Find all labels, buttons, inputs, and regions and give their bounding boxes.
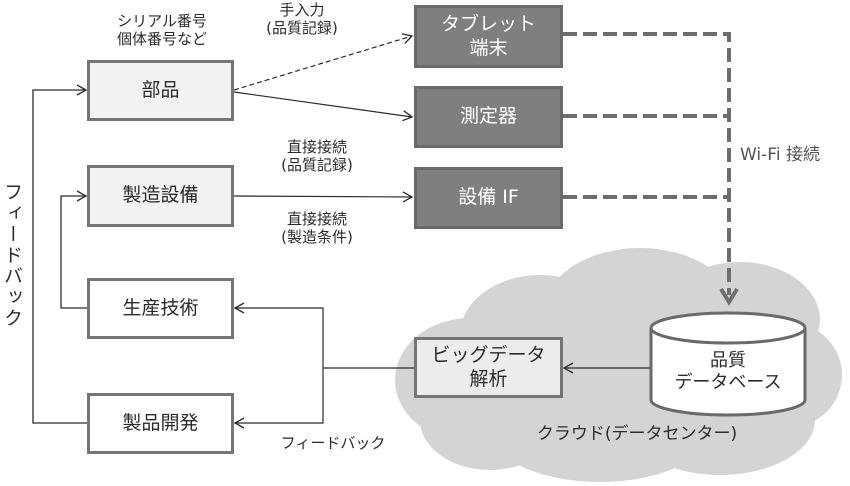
node-tablet: タブレット 端末: [414, 5, 563, 68]
direct-quality-label: 直接接続 (品質記録): [281, 138, 353, 174]
feedback-vertical-label: フィードバック: [1, 182, 23, 329]
edge-parts-meter: [233, 91, 414, 122]
direct-process-label: 直接接続 (製造条件): [281, 210, 353, 246]
edge-feedback-prod-eng: [233, 302, 324, 368]
database-cylinder: [649, 311, 807, 417]
feedback-bottom-label: フィードバック: [280, 434, 386, 452]
edge-equipment-if: [233, 191, 414, 203]
edge-feedback-prod-dev: [233, 368, 324, 429]
node-meter: 測定器: [414, 86, 563, 148]
edge-parts-tablet: [233, 33, 414, 91]
node-equipment: 製造設備: [87, 165, 234, 227]
node-production-engineering: 生産技術: [87, 278, 234, 339]
wifi-label: Wi-Fi 接続: [740, 145, 820, 165]
node-quality-database: 品質 データベース: [674, 350, 782, 393]
wifi-arrowhead: [719, 287, 739, 306]
feedback-line-outer: [32, 84, 88, 424]
serial-number-note: シリアル番号 個体番号など: [116, 12, 207, 48]
wifi-connections: [563, 32, 731, 295]
feedback-line-inner: [60, 190, 88, 309]
node-product-development: 製品開発: [87, 393, 234, 454]
cloud-label: クラウド(データセンター): [536, 424, 738, 444]
manual-input-label: 手入力 (品質記録): [266, 1, 338, 37]
node-parts: 部品: [87, 60, 234, 121]
node-bigdata-analysis: ビッグデータ 解析: [414, 337, 563, 398]
node-equipment-if: 設備 IF: [414, 167, 563, 229]
